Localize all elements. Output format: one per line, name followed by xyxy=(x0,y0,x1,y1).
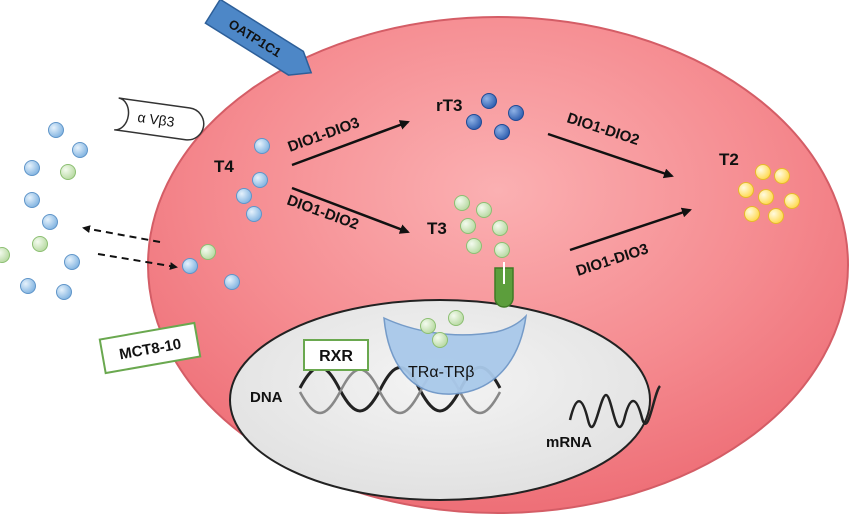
rt3-label: rT3 xyxy=(436,96,462,115)
t3-molecule xyxy=(494,242,510,258)
t2-molecule xyxy=(784,193,800,209)
t4-molecule xyxy=(48,122,64,138)
t2-molecule xyxy=(744,206,760,222)
t4-molecule xyxy=(224,274,240,290)
t2-molecule xyxy=(774,168,790,184)
arrow-t4-to-rt3 xyxy=(291,120,410,167)
t3-molecule xyxy=(466,238,482,254)
nucleus xyxy=(229,299,651,501)
t4-molecule xyxy=(24,160,40,176)
t3-molecule xyxy=(420,318,436,334)
tr-receptor xyxy=(383,313,528,395)
t3-molecule xyxy=(32,236,48,252)
rt3-molecule xyxy=(466,114,482,130)
oatp1c1-transporter: OATP1C1 xyxy=(204,0,313,76)
t3-molecule xyxy=(460,218,476,234)
t4-molecule xyxy=(236,188,252,204)
mrna-label: mRNA xyxy=(546,434,592,451)
rxr-box: RXR xyxy=(303,339,369,371)
t4-molecule xyxy=(42,214,58,230)
t3-molecule xyxy=(0,247,10,263)
rxr-label: RXR xyxy=(319,348,353,365)
t4-molecule xyxy=(56,284,72,300)
t4-molecule xyxy=(246,206,262,222)
mrna-strand xyxy=(568,385,662,429)
t4-label: T4 xyxy=(214,157,234,176)
t3-molecule xyxy=(60,164,76,180)
t2-label: T2 xyxy=(719,150,739,169)
mct8-10-transporter: MCT8-10 xyxy=(98,321,202,375)
t4-molecule xyxy=(24,192,40,208)
rt3-molecule xyxy=(508,105,524,121)
t2-molecule xyxy=(738,182,754,198)
t4-molecule xyxy=(254,138,270,154)
efflux-arrow xyxy=(82,225,161,243)
t4-cluster xyxy=(236,138,270,222)
t3-molecule xyxy=(492,220,508,236)
t4-molecule xyxy=(64,254,80,270)
t3-molecule xyxy=(448,310,464,326)
extracellular-hormones xyxy=(0,122,88,300)
t3-molecule xyxy=(454,195,470,211)
t4-molecule xyxy=(20,278,36,294)
rt3-cluster xyxy=(466,93,524,140)
t3-cluster xyxy=(454,195,510,258)
t4-molecule xyxy=(182,258,198,274)
t2-molecule xyxy=(768,208,784,224)
t4-molecule xyxy=(72,142,88,158)
arrow-t3-to-t2 xyxy=(569,207,692,252)
dna-label: DNA xyxy=(250,389,283,406)
t3-molecule xyxy=(432,332,448,348)
integrin-label: α Vβ3 xyxy=(137,109,176,130)
integrin-receptor: α Vβ3 xyxy=(114,97,205,141)
nuclear-channel xyxy=(494,262,514,308)
rt3-molecule xyxy=(481,93,497,109)
t2-molecule xyxy=(758,189,774,205)
t2-molecule xyxy=(755,164,771,180)
influx-arrow xyxy=(97,253,178,270)
t2-cluster xyxy=(738,164,800,224)
receptor-label: TRα-TRβ xyxy=(408,364,474,381)
rt3-molecule xyxy=(494,124,510,140)
t4-molecule xyxy=(252,172,268,188)
t3-molecule xyxy=(200,244,216,260)
t3-label: T3 xyxy=(427,219,447,238)
t3-molecule xyxy=(476,202,492,218)
arrow-t4-to-t3 xyxy=(291,186,410,234)
arrow-rt3-to-t2 xyxy=(547,132,674,179)
